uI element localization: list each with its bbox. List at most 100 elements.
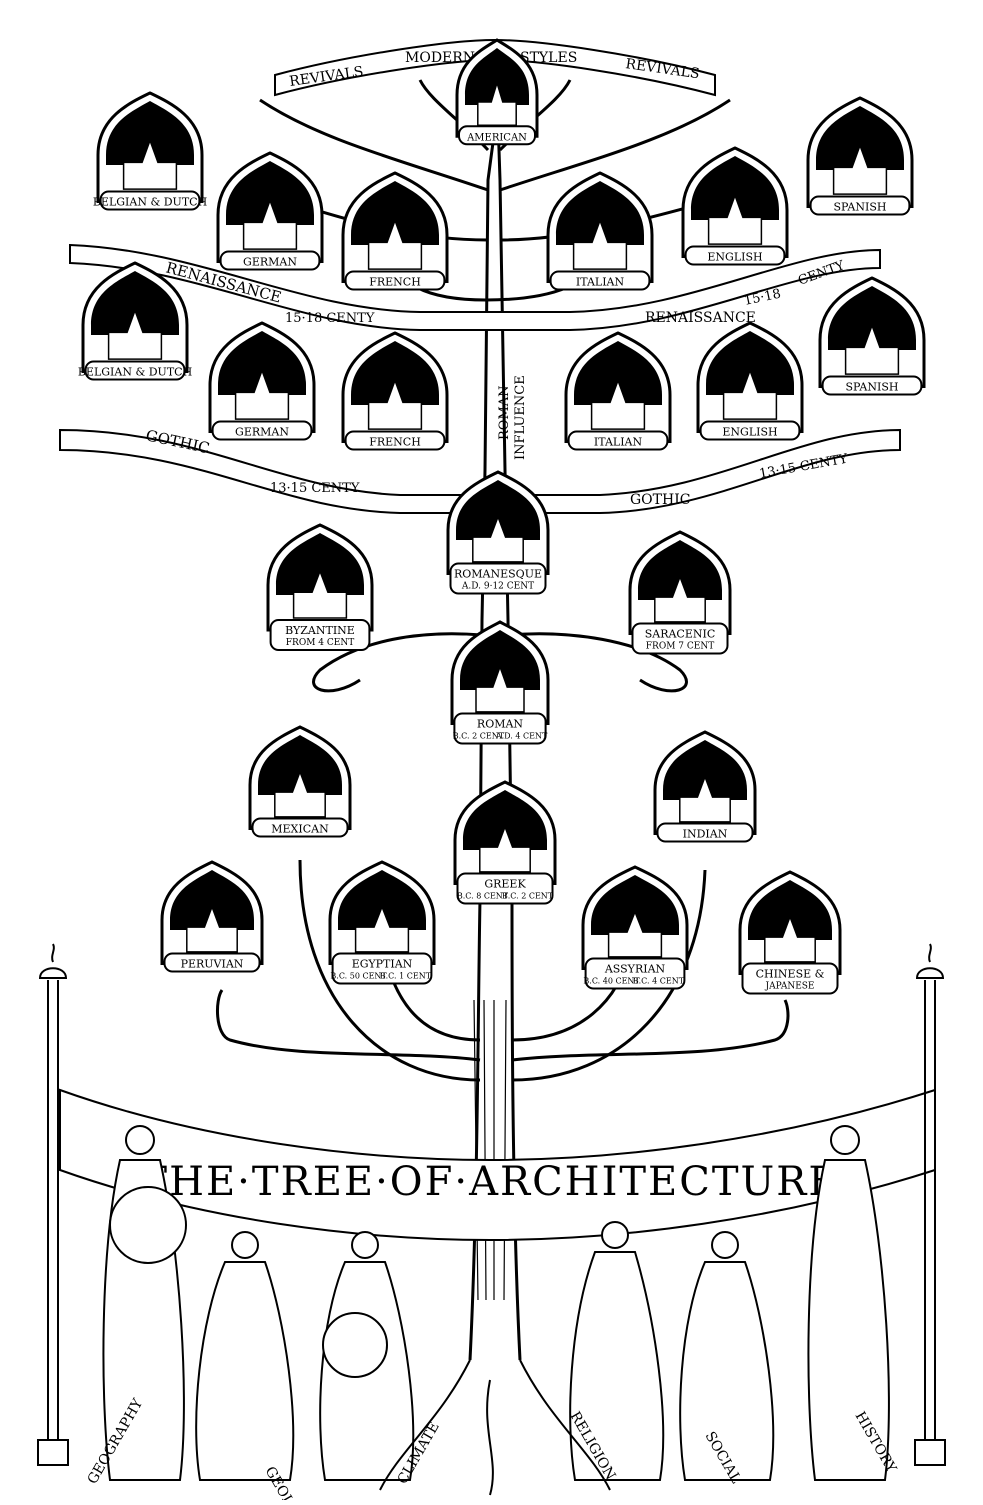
medallion-american: AMERICAN [455,38,539,146]
label-scroll [821,375,923,396]
medallion-sky [351,181,439,245]
label-scroll [458,125,536,146]
medallion-belgian-dutch-ren: BELGIAN & DUTCH [93,91,207,211]
building-illustration [107,308,163,360]
style-label: FRENCH [369,436,421,449]
label-scroll [163,952,261,973]
medallion-sky [816,106,904,170]
building-illustration [292,569,348,619]
medallion-italian-ren: ITALIAN [546,171,654,291]
style-label: BYZANTINE [285,624,355,637]
gothic-right-label: GOTHIC [630,492,690,508]
medallion-french-ren: FRENCH [341,171,449,291]
medallion-italian-got: ITALIAN [564,331,672,451]
medallion-french-got: FRENCH [341,331,449,451]
medallion-sky [706,331,794,395]
medallion-sky [218,331,306,395]
tree-roots [379,1359,611,1496]
building-illustration [477,80,517,126]
medallion-indian: INDIAN [653,730,757,843]
building-illustration [679,774,731,823]
medallion-sky [691,156,779,220]
style-date: FROM 7 CENT [646,642,714,652]
style-date-end: B.C. 1 CENT [380,972,432,981]
building-illustration [654,574,706,623]
style-label: GERMAN [235,426,289,439]
label-scroll [344,430,446,451]
building-illustration [832,143,888,195]
label-scroll [84,360,186,381]
label-scroll [684,245,786,266]
style-label: ITALIAN [594,436,643,449]
medallion-german-got: GERMAN [208,321,316,441]
building-illustration [590,378,646,430]
style-label: SARACENIC [645,628,716,641]
banner-styles: STYLES [520,50,577,66]
building-illustration [722,368,778,420]
building-illustration [354,904,410,953]
label-scroll [567,430,669,451]
label-scroll [456,872,554,905]
medallion-english-got: ENGLISH [696,321,804,441]
style-label: ENGLISH [707,251,762,264]
medallion-sky [828,286,916,350]
building-illustration [607,909,663,958]
label-scroll [741,962,839,995]
label-scroll [344,270,446,291]
style-date-start: B.C. 50 CENT [330,972,387,981]
style-label: SPANISH [846,381,899,394]
medallion-mexican: MEXICAN [248,725,352,838]
figure-religion [569,1221,665,1481]
label-scroll [453,712,547,745]
banner-modern: MODERN [405,50,475,66]
building-illustration [242,198,298,250]
style-label: BELGIAN & DUTCH [78,366,192,379]
title-text: THE·TREE·OF·ARCHITECTURE [140,1159,839,1205]
building-illustration [367,378,423,430]
allegorical-figures [102,1125,890,1481]
renaissance-right-label: RENAISSANCE [645,310,756,326]
roman-influence-label: ROMAN INFLUENCE [497,375,528,460]
label-scroll [631,622,729,655]
right-lamp-post [914,943,946,1466]
medallion-german-ren: GERMAN [216,151,324,271]
style-label: ROMAN [477,718,524,731]
medallion-sky [463,790,547,850]
medallion-english-ren: ENGLISH [681,146,789,266]
title-banner: THE·TREE·OF·ARCHITECTURE [59,1088,936,1242]
label-scroll [656,822,754,843]
label-scroll [99,190,201,211]
medallion-sky [638,540,722,600]
building-illustration [472,514,524,563]
style-date-end: A.D. 4 CENT [495,732,548,741]
style-label: ITALIAN [576,276,625,289]
style-date: A.D. 9·12 CENT [461,582,534,592]
medallion-belgian-dutch-got: BELGIAN & DUTCH [78,261,192,381]
style-label: ENGLISH [722,426,777,439]
figure-climate [319,1231,415,1481]
gothic-left-date: 13·15 CENTY [270,481,360,496]
medallion-sky [465,48,529,105]
figure-social [679,1231,775,1481]
label-scroll [449,562,547,595]
figure-history [807,1125,890,1481]
medallion-chinese-japanese: CHINESE &JAPANESE [738,870,842,995]
medallion-sky [556,181,644,245]
figure-geography [102,1125,187,1481]
label-scroll [331,952,433,985]
building-illustration [764,914,816,963]
medallion-sky [91,271,179,335]
medallion-spanish-got: SPANISH [818,276,926,396]
label-scroll [251,817,349,838]
label-scroll [211,420,313,441]
style-date: FROM 4 CENT [286,638,354,648]
building-illustration [475,664,525,713]
style-label: SPANISH [834,201,887,214]
style-label: INDIAN [683,828,728,841]
